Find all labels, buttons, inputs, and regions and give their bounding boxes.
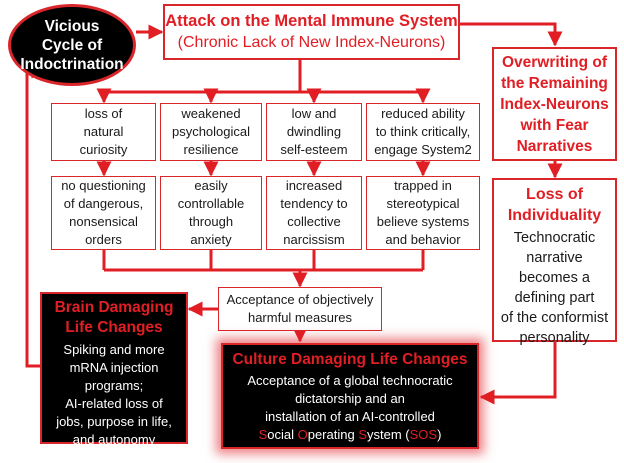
cause-line: reduced ability xyxy=(381,106,465,121)
attack-title: Attack on the Mental Immune System xyxy=(165,12,458,30)
sos-text: ystem ( xyxy=(366,427,410,442)
brain-body-line: mRNA injection xyxy=(69,360,159,375)
effect-line: collective xyxy=(287,214,341,229)
effect-line: through xyxy=(188,214,234,229)
acceptance-box: Acceptance of objectively harmful measur… xyxy=(218,287,382,331)
loss-body-line: narrative xyxy=(526,250,583,266)
acceptance-line: Acceptance of objectively xyxy=(226,292,374,307)
attack-subtitle: (Chronic Lack of New Index-Neurons) xyxy=(177,34,446,51)
effect-box-no-questioning: no questioning of dangerous, nonsensical… xyxy=(51,176,156,250)
vicious-cycle-ellipse: Vicious Cycle of Indoctrination xyxy=(8,4,136,86)
culture-damaging-box: Culture Damaging Life Changes Acceptance… xyxy=(221,343,479,449)
effect-line: believe systems xyxy=(376,214,470,229)
effect-line: tendency to xyxy=(280,196,348,211)
culture-body-line: dictatorship and an xyxy=(295,391,405,406)
loss-body-line: Technocratic xyxy=(513,230,596,246)
effect-line: stereotypical xyxy=(386,196,460,211)
cause-line: dwindling xyxy=(286,124,342,139)
loss-body-line: defining part xyxy=(514,290,595,306)
effect-box-stereotypical: trapped in stereotypical believe systems… xyxy=(366,176,480,250)
cause-box-resilience: weakened psychological resilience xyxy=(160,103,262,161)
cause-box-critical-thinking: reduced ability to think critically, eng… xyxy=(366,103,480,161)
overwriting-box: Overwriting of the Remaining Index-Neuro… xyxy=(492,47,617,161)
brain-damaging-box: Brain Damaging Life Changes Spiking and … xyxy=(40,292,188,447)
sos-acronym: SOS xyxy=(409,427,438,442)
cause-box-self-esteem: low and dwindling self-esteem xyxy=(266,103,362,161)
overwrite-line: with Fear xyxy=(520,116,589,134)
brain-title-line: Life Changes xyxy=(65,319,163,336)
effect-line: anxiety xyxy=(190,232,232,247)
cause-line: psychological xyxy=(171,124,251,139)
sos-text: perating xyxy=(307,427,359,442)
cause-line: natural xyxy=(83,124,124,139)
cause-line: loss of xyxy=(84,106,123,121)
brain-body-line: AI-related loss of xyxy=(65,396,163,411)
sos-letter-s: S xyxy=(258,427,268,442)
vicious-line: Indoctrination xyxy=(20,55,124,73)
loss-title-line: Individuality xyxy=(507,207,602,224)
sos-letter-o: O xyxy=(297,427,308,442)
culture-sos-line: Social Operating System (SOS) xyxy=(223,426,477,444)
loss-body-line: of the conformist xyxy=(500,310,609,326)
effect-line: easily xyxy=(194,178,228,193)
loss-of-individuality-box: Loss of Individuality Technocratic narra… xyxy=(492,178,617,346)
cause-line: engage System2 xyxy=(374,142,472,157)
acceptance-line: harmful measures xyxy=(247,310,353,325)
overwrite-line: the Remaining xyxy=(501,74,608,92)
effect-line: increased xyxy=(285,178,343,193)
overwrite-line: Index-Neurons xyxy=(500,95,609,113)
vicious-line: Cycle of xyxy=(41,36,103,54)
effect-box-narcissism: increased tendency to collective narciss… xyxy=(266,176,362,250)
loss-body-line: personality xyxy=(519,330,590,346)
overwrite-line: Narratives xyxy=(516,137,593,155)
effect-line: controllable xyxy=(177,196,245,211)
effect-line: narcissism xyxy=(283,232,345,247)
sos-text: ocial xyxy=(267,427,298,442)
cause-box-curiosity: loss of natural curiosity xyxy=(51,103,156,161)
effect-line: of dangerous, xyxy=(63,196,144,211)
attack-box: Attack on the Mental Immune System (Chro… xyxy=(163,4,460,60)
effect-line: trapped in xyxy=(394,178,452,193)
brain-body-line: programs; xyxy=(84,378,144,393)
effect-box-controllable: easily controllable through anxiety xyxy=(160,176,262,250)
culture-title: Culture Damaging Life Changes xyxy=(232,351,468,368)
vicious-line: Vicious xyxy=(44,17,100,35)
effect-line: no questioning xyxy=(61,178,146,193)
arrow-attack-to-overwrite xyxy=(460,22,563,47)
brain-body-line: and autonomy xyxy=(72,432,156,447)
cause-line: resilience xyxy=(183,142,239,157)
overwrite-line: Overwriting of xyxy=(501,53,608,71)
brain-title-line: Brain Damaging xyxy=(54,299,174,316)
brain-body-line: jobs, purpose in life, xyxy=(56,414,172,429)
effect-line: nonsensical xyxy=(69,214,138,229)
brain-body-line: Spiking and more xyxy=(63,342,165,357)
loss-title-line: Loss of xyxy=(526,186,583,203)
effect-line: and behavior xyxy=(385,232,461,247)
culture-body-line: Acceptance of a global technocratic xyxy=(247,373,453,388)
cause-line: to think critically, xyxy=(375,124,471,139)
effect-line: orders xyxy=(85,232,122,247)
cause-line: curiosity xyxy=(79,142,128,157)
sos-text: ) xyxy=(437,427,442,442)
cause-line: self-esteem xyxy=(280,142,348,157)
arrow-loss-to-culture xyxy=(479,342,557,405)
cause-line: low and xyxy=(291,106,337,121)
loss-body-line: becomes a xyxy=(519,270,590,286)
sos-letter-s: S xyxy=(358,427,367,442)
cause-line: weakened xyxy=(181,106,241,121)
culture-body-line: installation of an AI-controlled xyxy=(265,409,435,424)
